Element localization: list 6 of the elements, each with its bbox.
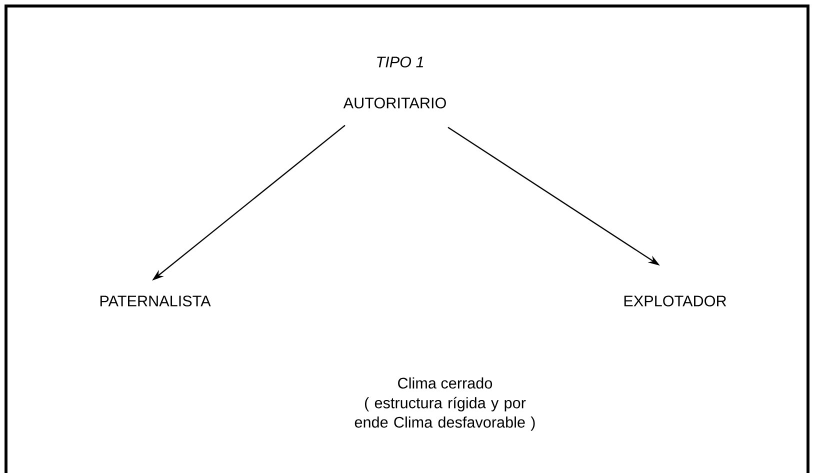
- node-label: PATERNALISTA: [100, 296, 211, 306]
- note: ( estructura rígida y por ende Clima desfavorable ): [354, 396, 535, 431]
- title: TIPO 1: [377, 56, 423, 68]
- note: Clima cerrado: [398, 377, 492, 389]
- node-label: AUTORITARIO: [343, 98, 446, 108]
- node-label: EXPLOTADOR: [624, 296, 726, 306]
